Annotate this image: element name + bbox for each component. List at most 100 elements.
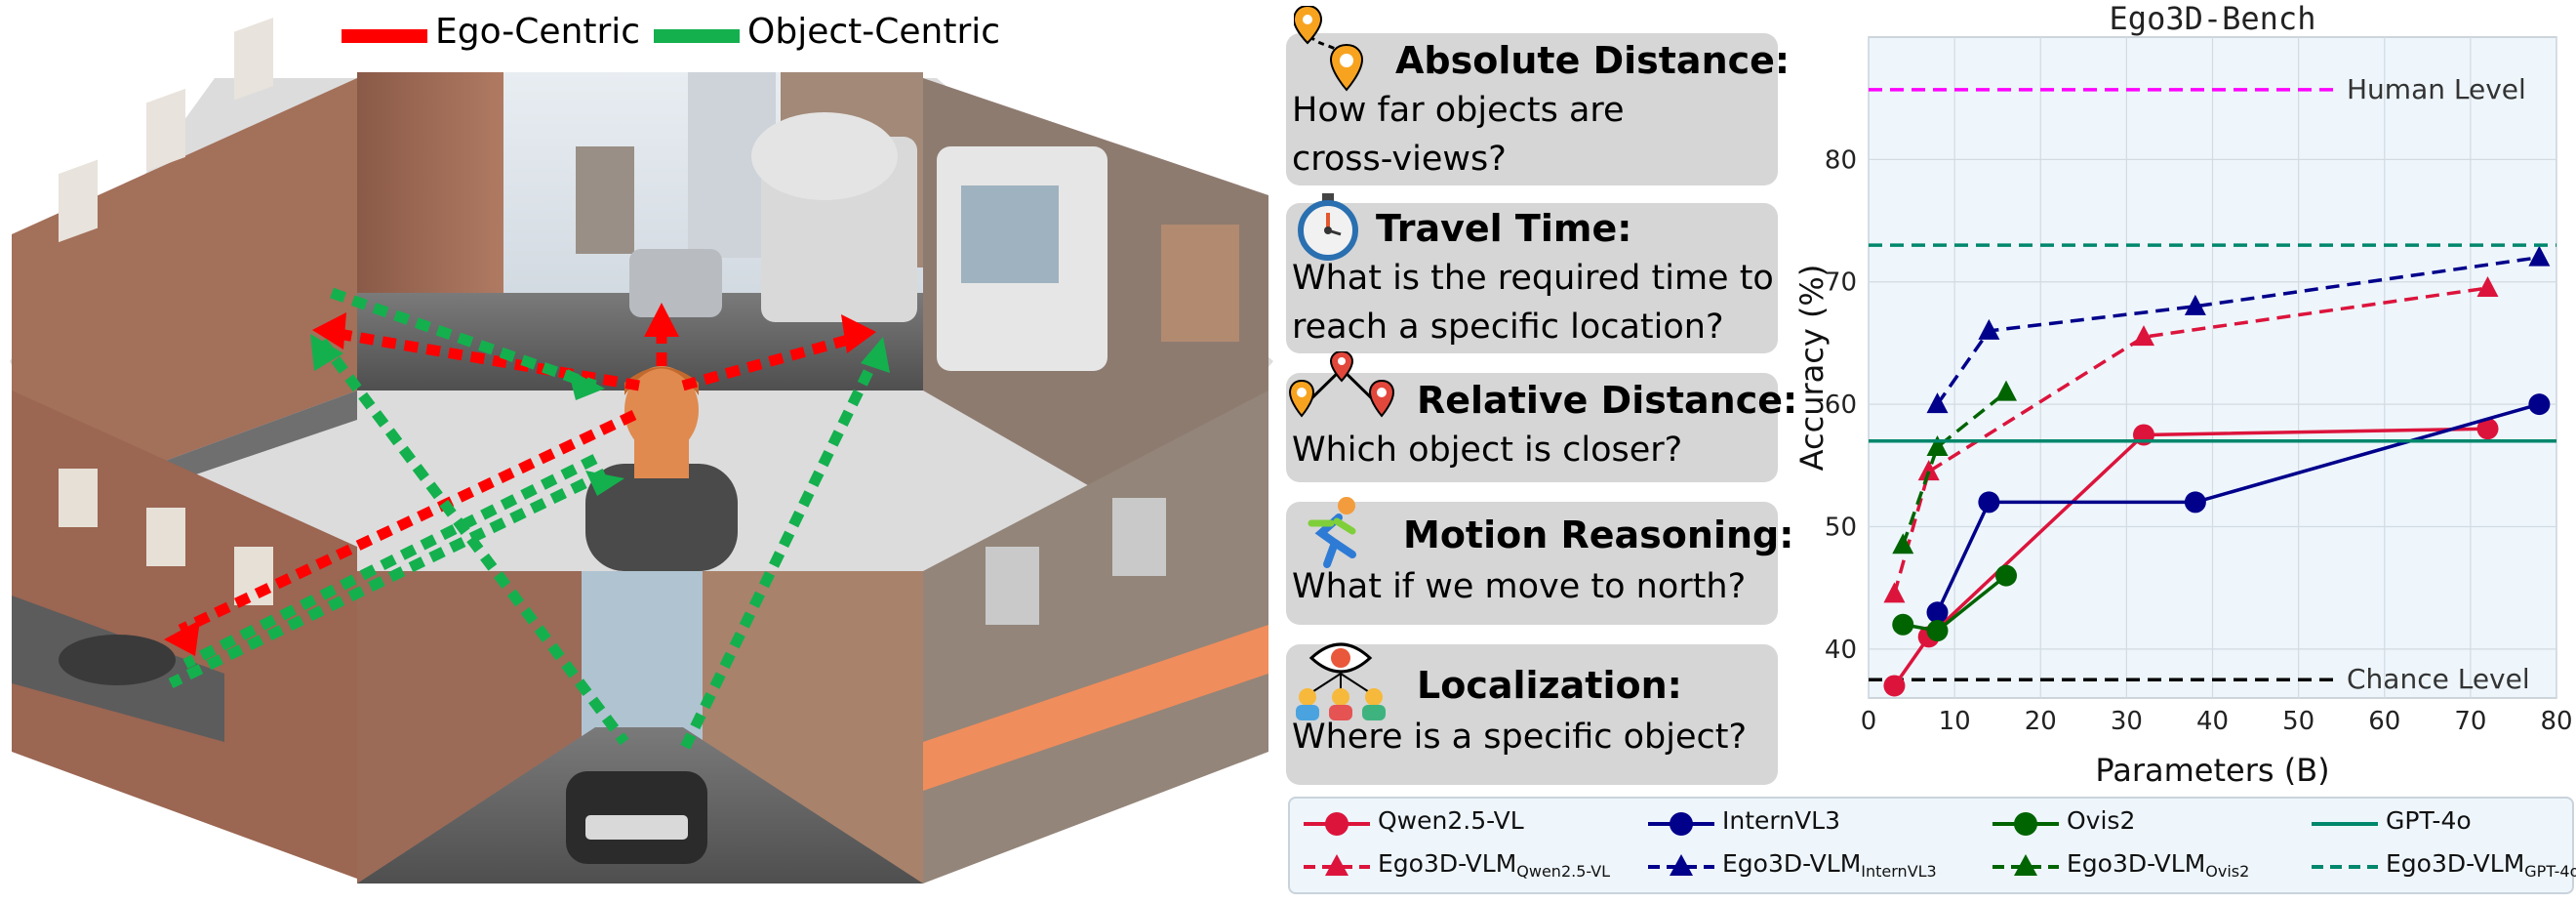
data-point xyxy=(1995,564,2017,587)
task-title: Relative Distance: xyxy=(1417,379,1798,422)
data-point xyxy=(2133,325,2154,347)
series-line xyxy=(1901,390,2008,546)
task-card-motion-reasoning: Motion Reasoning: What if we move to nor… xyxy=(1286,497,1793,625)
series-line xyxy=(1936,255,2540,406)
ego-centric-label: Ego-Centric xyxy=(435,12,641,52)
front-camera-view xyxy=(357,72,923,390)
data-point xyxy=(1995,380,2017,401)
legend-label: InternVL3 xyxy=(1722,806,1841,835)
arrow-legend: Ego-Centric Object-Centric xyxy=(342,12,1044,55)
data-point xyxy=(1926,620,1949,642)
task-question: How far objects are cross-views? xyxy=(1292,91,1625,179)
data-point xyxy=(1926,601,1949,624)
data-point xyxy=(2528,245,2551,267)
front-right-camera-view xyxy=(923,78,1268,488)
series xyxy=(1926,245,2551,414)
data-point xyxy=(1978,491,2000,514)
series-layer xyxy=(1869,243,2556,697)
stopwatch-icon xyxy=(1294,191,1362,262)
data-point xyxy=(1883,582,1906,603)
chart-title: Ego3D-Bench xyxy=(2110,0,2316,37)
three-pins-icon xyxy=(1288,349,1395,430)
ego-object-illustration: Ego-Centric Object-Centric xyxy=(0,0,1278,900)
y-tick-label: 60 xyxy=(1825,390,1857,420)
x-tick-label: 60 xyxy=(2368,707,2400,736)
legend-swatch xyxy=(1992,812,2059,836)
x-tick-label: 0 xyxy=(1861,707,1877,736)
legend-label: Ego3D-VLMOvis2 xyxy=(2067,849,2250,881)
object-centric-swatch xyxy=(654,29,740,43)
task-title: Travel Time: xyxy=(1376,207,1632,250)
task-card-localization: Localization: Where is a specific object… xyxy=(1286,642,1778,785)
eye-people-icon xyxy=(1290,635,1391,722)
x-tick-label: 40 xyxy=(2196,707,2229,736)
x-tick-label: 20 xyxy=(2025,707,2057,736)
y-tick-label: 50 xyxy=(1825,513,1857,542)
legend-label: Ego3D-VLMQwen2.5-VL xyxy=(1378,849,1611,881)
ego-centric-swatch xyxy=(342,29,427,43)
legend-label: GPT-4o xyxy=(2386,806,2472,835)
series-line xyxy=(1935,402,2540,613)
legend-label: Qwen2.5-VL xyxy=(1378,806,1524,835)
y-tick-label: 80 xyxy=(1825,145,1857,175)
series xyxy=(1892,380,2017,555)
task-question: Where is a specific object? xyxy=(1292,718,1748,757)
legend-swatch xyxy=(2312,865,2378,869)
series xyxy=(1892,564,2017,642)
data-point xyxy=(1883,675,1906,697)
legend-label: Ego3D-VLMGPT-4o xyxy=(2386,849,2576,881)
data-point xyxy=(1917,460,1940,481)
legend-swatch xyxy=(1304,854,1370,876)
back-camera-view xyxy=(357,571,923,883)
x-tick-label: 80 xyxy=(2540,707,2572,736)
object-centric-label: Object-Centric xyxy=(747,12,1001,52)
task-card-travel-time: Travel Time: What is the required time t… xyxy=(1286,193,1778,353)
y-tick-label: 40 xyxy=(1825,636,1857,665)
series xyxy=(1883,418,2499,697)
legend-swatch xyxy=(1992,854,2059,876)
object-centric-arrows xyxy=(168,287,883,755)
legend-label: Ovis2 xyxy=(2067,806,2136,835)
series xyxy=(1926,393,2551,624)
legend-swatch xyxy=(1304,812,1370,836)
data-point xyxy=(2184,491,2206,514)
back-right-camera-view xyxy=(923,390,1268,883)
task-question: Which object is closer? xyxy=(1292,431,1683,470)
task-title: Localization: xyxy=(1417,664,1682,707)
reference-line-label: Chance Level xyxy=(2347,663,2530,695)
data-point xyxy=(1892,613,1914,636)
data-point xyxy=(2528,393,2551,416)
data-point xyxy=(2476,276,2499,298)
series xyxy=(1883,276,2499,603)
data-point xyxy=(1978,318,2000,340)
person-icon xyxy=(585,366,738,571)
legend-swatch xyxy=(2312,822,2378,826)
task-list: Absolute Distance: How far objects are c… xyxy=(1286,4,1797,785)
task-question: What is the required time to reach a spe… xyxy=(1292,259,1774,347)
task-title: Absolute Distance: xyxy=(1395,39,1791,82)
legend-swatch xyxy=(1648,854,1714,876)
y-axis-label: Accuracy (%) xyxy=(1793,265,1831,472)
y-tick-label: 70 xyxy=(1825,268,1857,298)
legend-swatch xyxy=(1648,812,1714,836)
x-tick-label: 10 xyxy=(1939,707,1971,736)
data-point xyxy=(1892,533,1914,555)
data-point xyxy=(2476,418,2499,440)
series-line xyxy=(1893,427,2488,687)
legend-label: Ego3D-VLMInternVL3 xyxy=(1722,849,1937,881)
task-card-relative-distance: Relative Distance: Which object is close… xyxy=(1286,349,1797,482)
grid xyxy=(1868,37,2557,698)
running-person-icon xyxy=(1292,494,1370,572)
task-title: Motion Reasoning: xyxy=(1403,514,1794,556)
multi-view-scene xyxy=(10,18,1273,883)
data-point xyxy=(1926,434,1949,456)
x-tick-label: 50 xyxy=(2282,707,2314,736)
task-card-absolute-distance: Absolute Distance: How far objects are c… xyxy=(1286,4,1790,185)
reference-line-label: Human Level xyxy=(2347,73,2526,105)
map-pins-route-icon xyxy=(1292,4,1372,94)
